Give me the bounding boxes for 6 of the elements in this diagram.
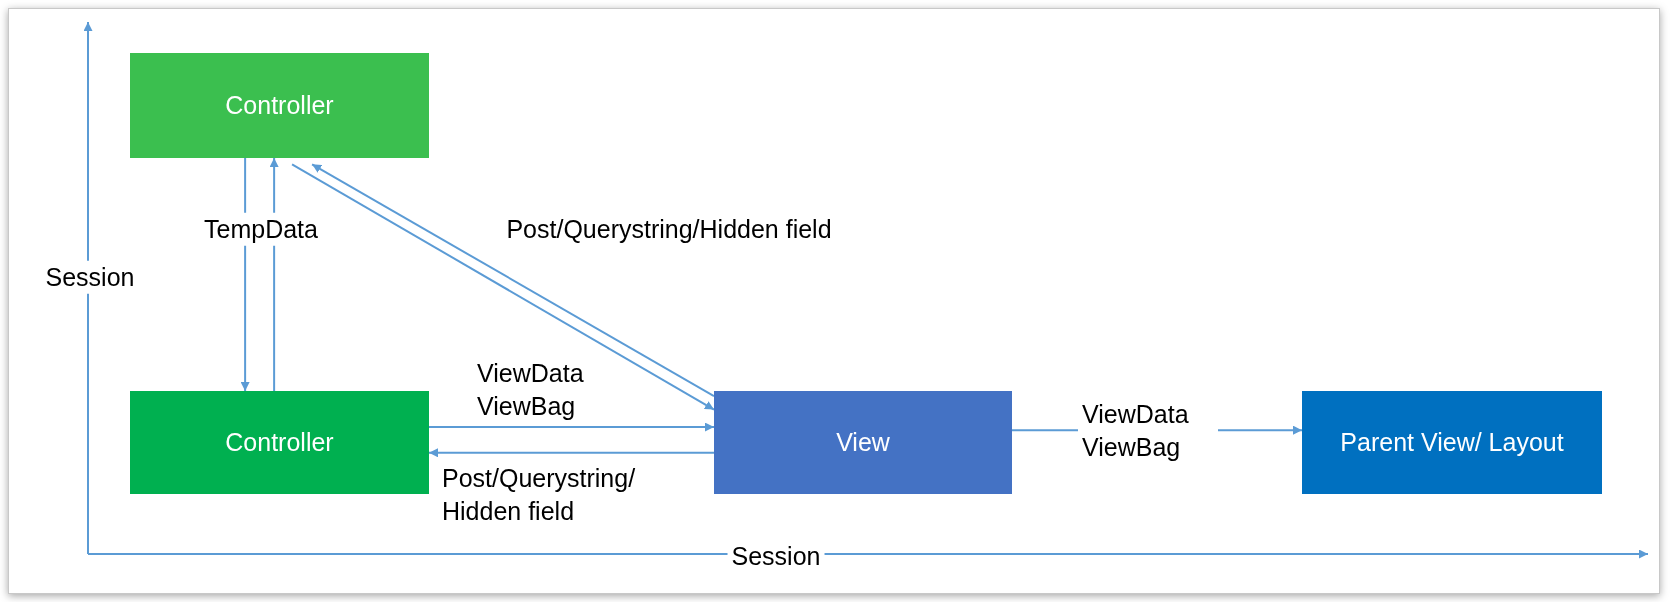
process-box: Controller bbox=[130, 391, 429, 494]
arrow bbox=[428, 422, 715, 432]
process-box: Parent View/ Layout bbox=[1302, 391, 1602, 494]
process-box: View bbox=[714, 391, 1012, 494]
arrow bbox=[428, 448, 715, 458]
process-box: Controller bbox=[130, 53, 429, 158]
